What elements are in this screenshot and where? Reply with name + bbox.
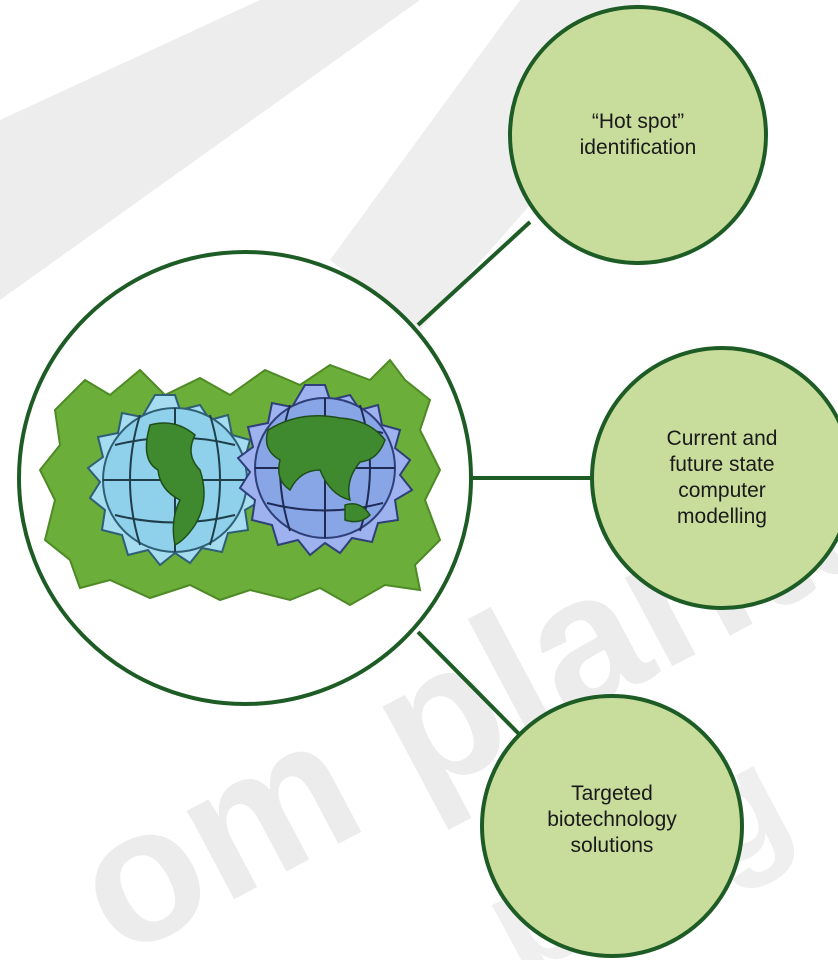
node-biotech xyxy=(480,694,744,958)
node-modelling xyxy=(590,346,838,610)
node-biotech-label: Targeted biotechnology solutions xyxy=(547,782,677,857)
watermark-shape-left xyxy=(0,0,420,300)
connector-biotech xyxy=(416,630,522,737)
connectors xyxy=(416,220,592,737)
node-hot-spot xyxy=(508,5,768,265)
node-hot-spot-label: “Hot spot” identification xyxy=(579,110,697,159)
connector-hot-spot xyxy=(416,220,532,327)
node-modelling-label: Current and future state computer modell… xyxy=(666,427,778,528)
globe-gears-icon xyxy=(38,358,442,607)
